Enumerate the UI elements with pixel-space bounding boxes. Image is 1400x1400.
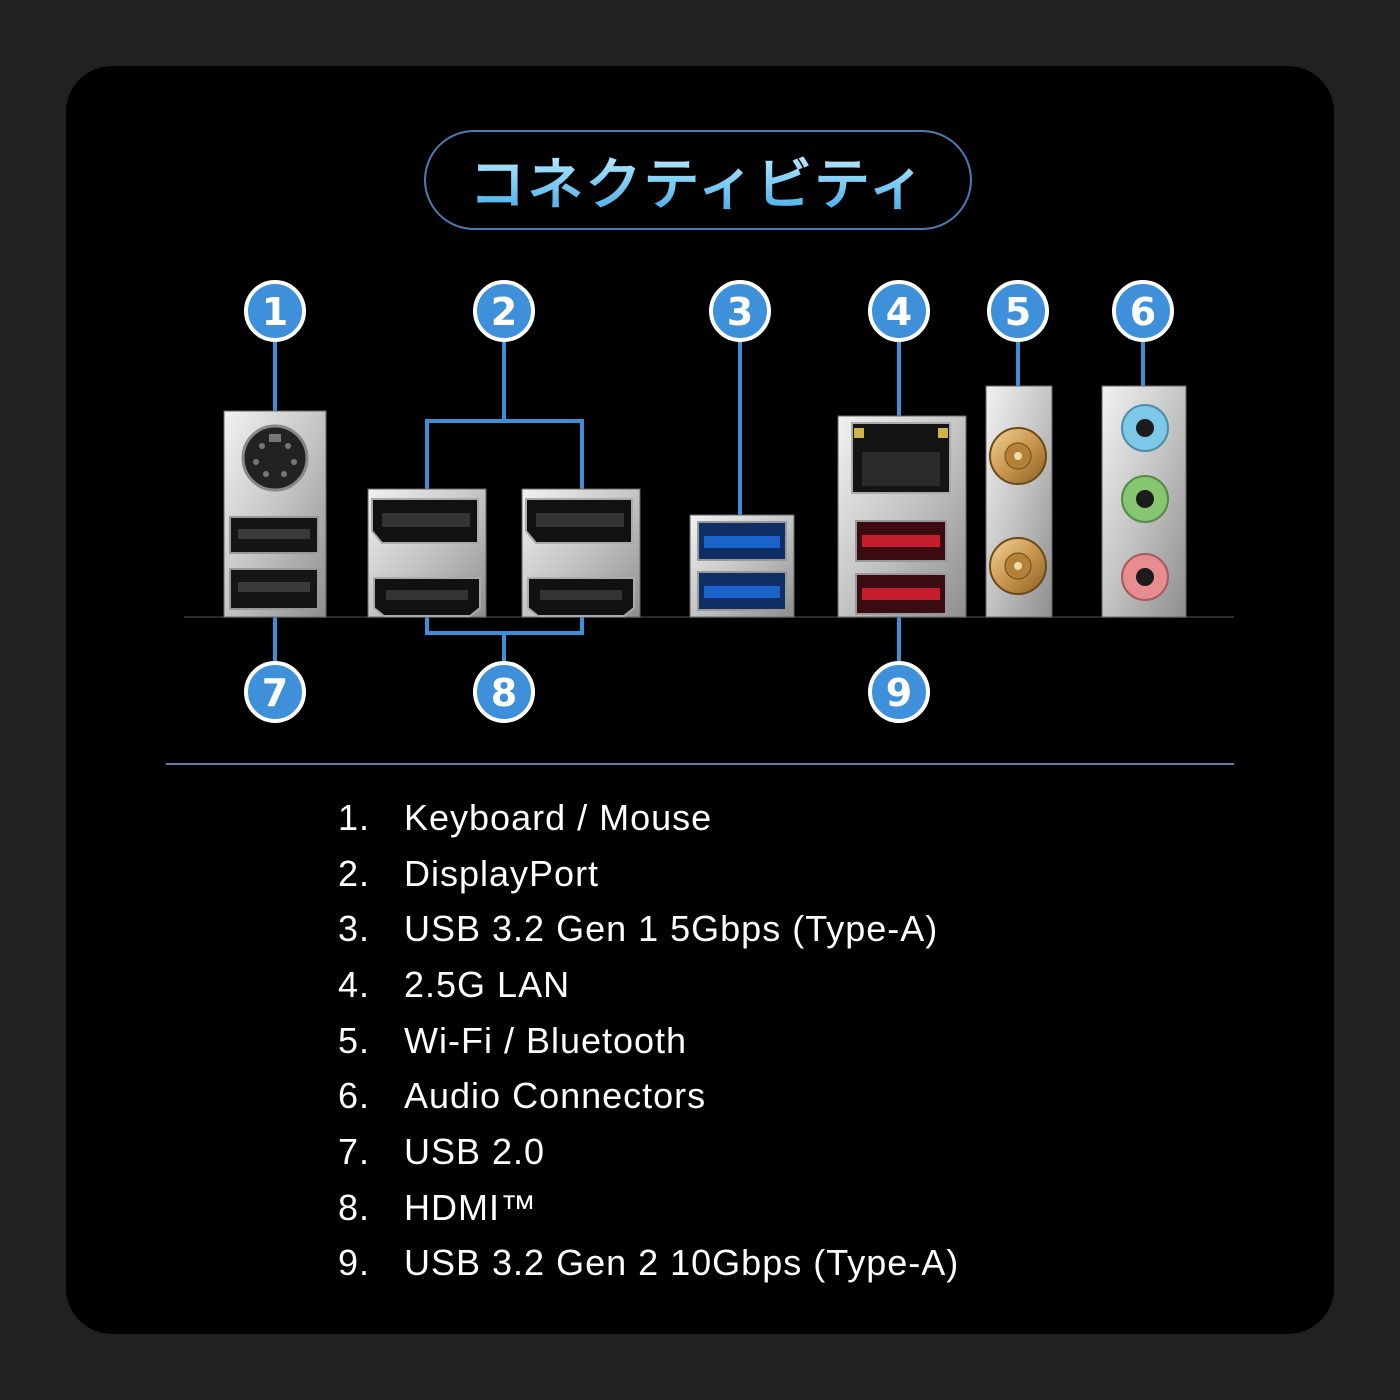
port-legend: 1. Keyboard / Mouse 2. DisplayPort 3. USB 3… — [338, 790, 959, 1291]
legend-label: DisplayPort — [404, 852, 600, 894]
legend-label: Wi-Fi / Bluetooth — [404, 1019, 688, 1061]
badge-7-number: 7 — [262, 671, 288, 715]
dp-hdmi-stack-left — [367, 488, 487, 618]
badge-3-number: 3 — [727, 290, 753, 334]
badge-9-number: 9 — [886, 671, 912, 715]
separator-line — [166, 763, 1234, 765]
legend-label: Keyboard / Mouse — [404, 796, 713, 838]
ps2-usb2-stack — [223, 410, 327, 618]
badge-8: 8 — [473, 661, 535, 723]
legend-item: 3. USB 3.2 Gen 1 5Gbps (Type-A) — [338, 901, 959, 957]
badge-3: 3 — [709, 280, 771, 342]
connectivity-panel: コネクティビティ — [66, 66, 1334, 1334]
leader-line-2-bracket — [425, 419, 584, 516]
legend-number: 2. — [338, 852, 371, 894]
legend-label: USB 2.0 — [404, 1130, 546, 1172]
legend-number: 1. — [338, 796, 371, 838]
badge-1: 1 — [244, 280, 306, 342]
badge-5-number: 5 — [1005, 290, 1031, 334]
legend-label: Audio Connectors — [404, 1075, 707, 1117]
io-panel-diagram: 1 2 3 4 5 6 7 8 — [184, 280, 1234, 723]
legend-number: 5. — [338, 1019, 371, 1061]
badge-2: 2 — [473, 280, 535, 342]
badge-4: 4 — [868, 280, 930, 342]
legend-item: 5. Wi-Fi / Bluetooth — [338, 1013, 959, 1069]
title-pill: コネクティビティ — [424, 130, 972, 230]
badge-1-number: 1 — [262, 290, 288, 334]
legend-item: 1. Keyboard / Mouse — [338, 790, 959, 846]
legend-item: 6. Audio Connectors — [338, 1068, 959, 1124]
dp-hdmi-stack-right — [521, 488, 641, 618]
usb3-gen1-stack — [689, 514, 795, 618]
badge-4-number: 4 — [886, 290, 912, 334]
legend-label: 2.5G LAN — [404, 963, 571, 1005]
ps2-port-icon — [241, 424, 309, 492]
legend-number: 7. — [338, 1130, 371, 1172]
legend-label: HDMI™ — [404, 1186, 537, 1228]
legend-number: 3. — [338, 908, 371, 950]
badge-5: 5 — [987, 280, 1049, 342]
legend-item: 2. DisplayPort — [338, 846, 959, 902]
badge-7: 7 — [244, 661, 306, 723]
legend-number: 6. — [338, 1075, 371, 1117]
wifi-antenna-stack — [985, 385, 1053, 618]
badge-6-number: 6 — [1130, 290, 1156, 334]
lan-usb3-gen2-stack — [837, 415, 967, 618]
badge-9: 9 — [868, 661, 930, 723]
badge-6: 6 — [1112, 280, 1174, 342]
legend-number: 4. — [338, 963, 371, 1005]
audio-jack-stack — [1101, 385, 1187, 618]
legend-item: 7. USB 2.0 — [338, 1124, 959, 1180]
legend-number: 8. — [338, 1186, 371, 1228]
page-title: コネクティビティ — [469, 140, 926, 221]
legend-item: 9. USB 3.2 Gen 2 10Gbps (Type-A) — [338, 1236, 959, 1292]
badge-2-number: 2 — [491, 290, 517, 334]
badge-8-number: 8 — [491, 671, 517, 715]
legend-item: 4. 2.5G LAN — [338, 957, 959, 1013]
legend-label: USB 3.2 Gen 2 10Gbps (Type-A) — [404, 1242, 960, 1284]
legend-number: 9. — [338, 1242, 371, 1284]
legend-item: 8. HDMI™ — [338, 1180, 959, 1236]
legend-label: USB 3.2 Gen 1 5Gbps (Type-A) — [404, 908, 939, 950]
